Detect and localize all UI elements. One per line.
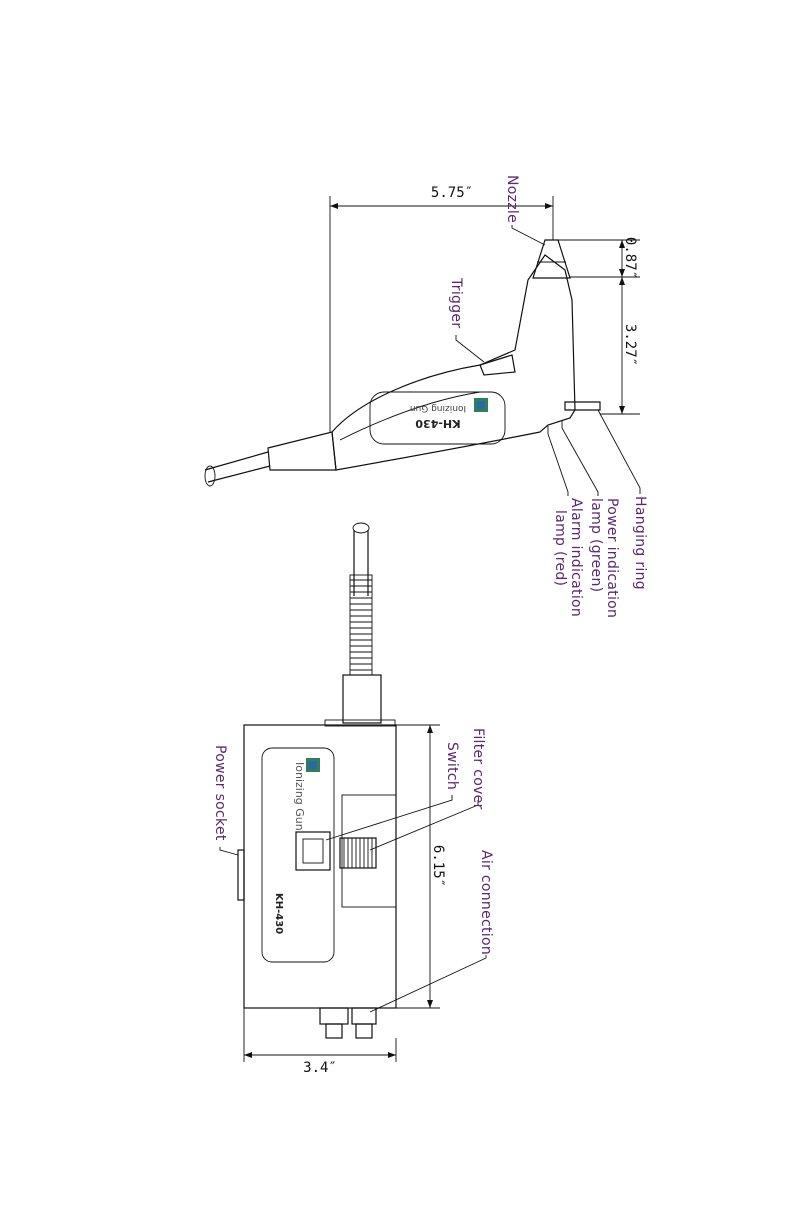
- nozzle-label: Nozzle: [504, 175, 520, 223]
- box-length-dim: 6.15″: [430, 845, 446, 887]
- nozzle-length-dim: 0.87″: [622, 237, 638, 279]
- gun-label-text-group: KH-430 Ionizing Gun: [410, 403, 466, 430]
- power-lamp-leader: [562, 428, 598, 496]
- power-switch-inner: [303, 839, 323, 863]
- air-connector-1-base: [320, 1008, 348, 1024]
- power-socket-label: Power socket: [212, 745, 228, 841]
- air-connection-label: Air connection: [478, 850, 494, 955]
- power-switch: [296, 832, 330, 870]
- gun-model-text: KH-430: [415, 417, 461, 430]
- box-callouts: Filter cover Switch Air connection Power…: [212, 728, 494, 1012]
- gun-strain-relief: [268, 432, 336, 470]
- box-cable-end: [353, 523, 369, 533]
- hanging-ring-label: Hanging ring: [632, 496, 648, 590]
- gun-nozzle: [533, 240, 570, 278]
- trigger-leader: [456, 335, 484, 362]
- filter-cover-leader: [370, 800, 478, 850]
- control-box-drawing: Ionizing Gun KH-430: [238, 523, 396, 1038]
- trigger-label: Trigger: [448, 277, 464, 328]
- alarm-lamp-leader: [548, 434, 568, 496]
- air-connector-1-nut: [326, 1024, 342, 1038]
- spring-coils: [350, 580, 372, 670]
- power-lamp-label-line2: lamp (green): [588, 498, 604, 592]
- air-connector-2-nut: [356, 1024, 372, 1038]
- alarm-lamp-label-line2: lamp (red): [552, 510, 568, 586]
- spring-outline: [350, 575, 372, 675]
- filter-cover-area: [342, 795, 396, 907]
- filter-cover-grip: [340, 838, 376, 868]
- ionizing-gun-drawing: KH-430 Ionizing Gun: [205, 240, 600, 486]
- alarm-lamp-label-line1: Alarm indication: [568, 498, 584, 617]
- box-width-dim: 3.4″: [303, 1060, 337, 1076]
- filter-cover-label: Filter cover: [470, 728, 486, 810]
- hanging-ring-leader: [598, 410, 640, 494]
- gun-body-inner-line: [340, 392, 480, 440]
- gun-brand-text: Ionizing Gun: [410, 403, 466, 413]
- box-cable-spring: [350, 575, 372, 675]
- gun-callouts: Nozzle Trigger Hanging ring Power indica…: [448, 175, 648, 618]
- switch-leader: [326, 795, 452, 840]
- gun-length-dim: 5.75″: [431, 185, 473, 201]
- box-model-text: KH-430: [273, 893, 284, 934]
- power-socket: [238, 850, 244, 900]
- power-socket-leader: [220, 847, 238, 855]
- gun-dimensions: 5.75″ 0.87″ 3.27″: [330, 185, 640, 432]
- power-lamp-label-line1: Power indication: [604, 498, 620, 618]
- nozzle-leader: [512, 225, 545, 245]
- switch-label: Switch: [444, 742, 460, 790]
- barrel-length-dim: 3.27″: [622, 324, 638, 366]
- box-logo-inner-icon: [309, 761, 317, 769]
- box-connector: [343, 675, 381, 723]
- gun-hanging-ring: [565, 402, 600, 410]
- air-connection-leader: [370, 955, 486, 1012]
- box-brand-text: Ionizing Gun: [293, 762, 306, 831]
- gun-logo-inner-icon: [477, 401, 485, 409]
- filter-cover-grip-ribs: [344, 838, 372, 868]
